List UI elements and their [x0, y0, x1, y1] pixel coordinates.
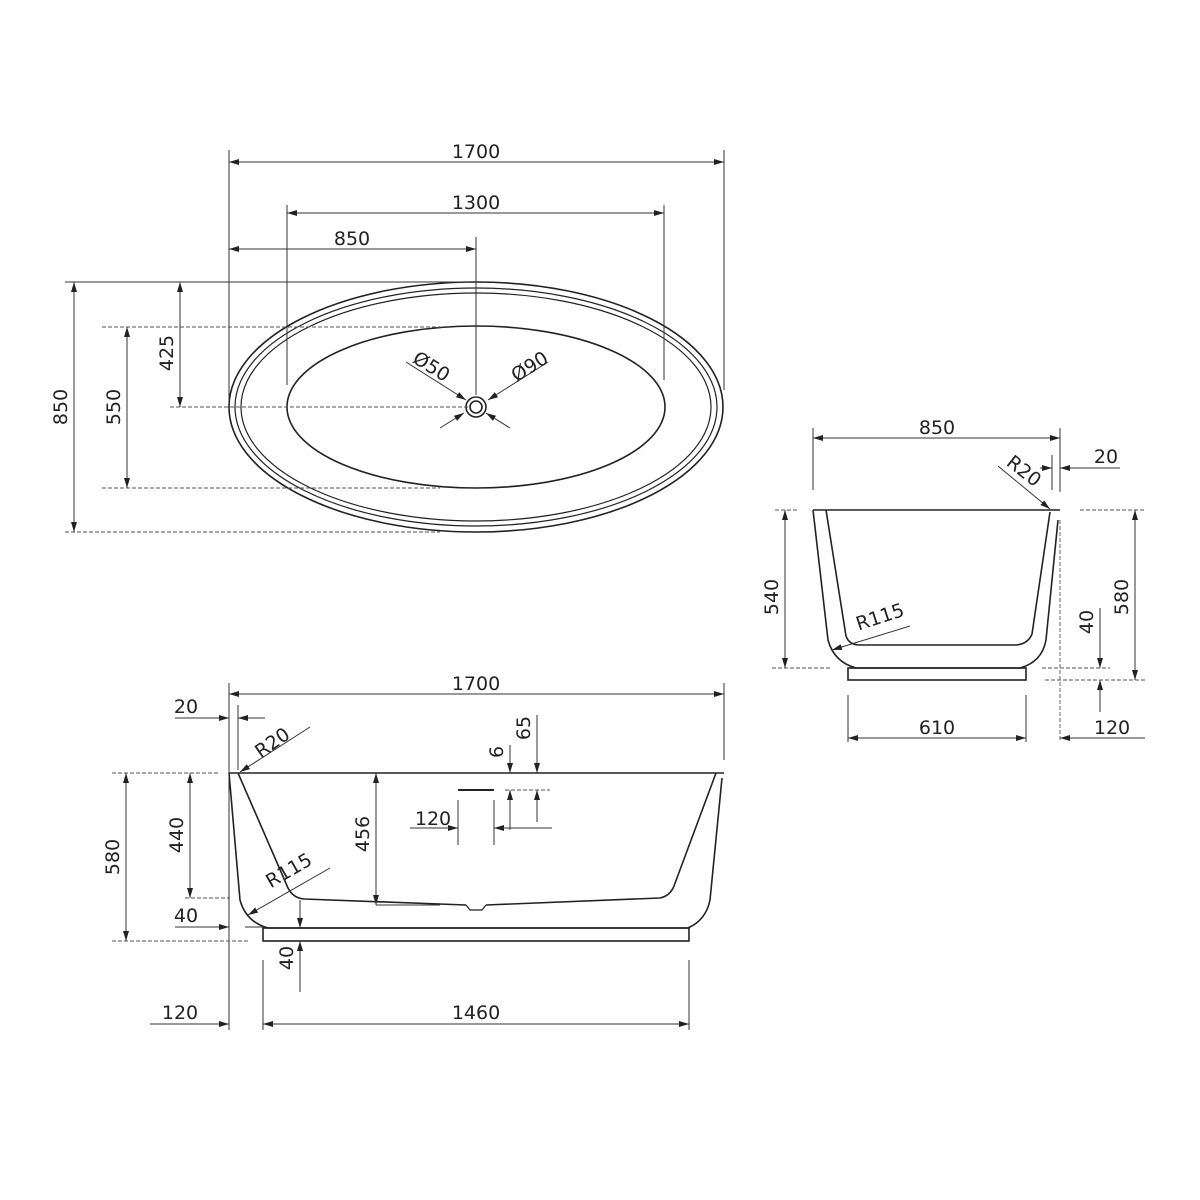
plan-view: 1700 1300 850 850 550 425 Ø50 Ø90 — [50, 141, 725, 533]
dim-overflow-width: 120 — [415, 808, 451, 830]
dim-drain-outer-diameter: Ø90 — [507, 347, 552, 386]
dim-side-plinth-length: 1460 — [452, 1002, 500, 1024]
drain-inner — [469, 400, 483, 414]
dim-overflow-height: 6 — [486, 746, 508, 758]
dim-side-depth: 456 — [352, 816, 374, 852]
side-view: 1700 20 R20 580 440 40 R115 456 6 65 120… — [102, 673, 725, 1030]
dim-side-bottom-offset: 40 — [174, 905, 198, 927]
dim-side-plinth-height: 40 — [276, 946, 298, 970]
dim-plan-drain-offset-y: 425 — [156, 335, 178, 371]
dim-end-plinth-width: 610 — [919, 717, 955, 739]
end-view: 850 20 R20 540 580 40 R115 610 120 — [761, 417, 1145, 742]
dim-end-inner-radius: R115 — [853, 599, 907, 635]
dim-side-rim-radius: R20 — [251, 723, 294, 762]
dim-end-height: 580 — [1111, 579, 1133, 615]
dim-end-rim-thickness: 20 — [1094, 446, 1118, 468]
dim-plan-drain-offset-x: 850 — [334, 228, 370, 250]
drain-outer — [465, 396, 487, 418]
dim-end-plinth-height: 40 — [1076, 610, 1098, 634]
end-inner-shell — [825, 509, 1051, 646]
dim-side-length: 1700 — [452, 673, 500, 695]
dim-plan-width: 850 — [50, 389, 72, 425]
dim-overflow-offset: 65 — [513, 716, 535, 740]
dim-plan-basin-length: 1300 — [452, 192, 500, 214]
dim-end-inner-height: 540 — [761, 579, 783, 615]
dim-plan-basin-width: 550 — [103, 389, 125, 425]
dim-side-height: 580 — [102, 839, 124, 875]
dim-side-rim-thickness: 20 — [174, 696, 198, 718]
side-inner-shell — [237, 772, 717, 906]
end-plinth — [847, 667, 1027, 681]
dim-side-inner-radius: R115 — [262, 849, 316, 893]
dim-end-width: 850 — [919, 417, 955, 439]
dim-drain-inner-diameter: Ø50 — [409, 347, 454, 386]
dim-plan-length: 1700 — [452, 141, 500, 163]
dim-side-inner-height: 440 — [166, 817, 188, 853]
drain-fitting — [465, 904, 487, 911]
dim-side-plinth-inset: 120 — [162, 1002, 198, 1024]
dim-end-plinth-inset: 120 — [1094, 717, 1130, 739]
dim-end-rim-radius: R20 — [1002, 451, 1045, 491]
side-plinth — [262, 927, 690, 942]
